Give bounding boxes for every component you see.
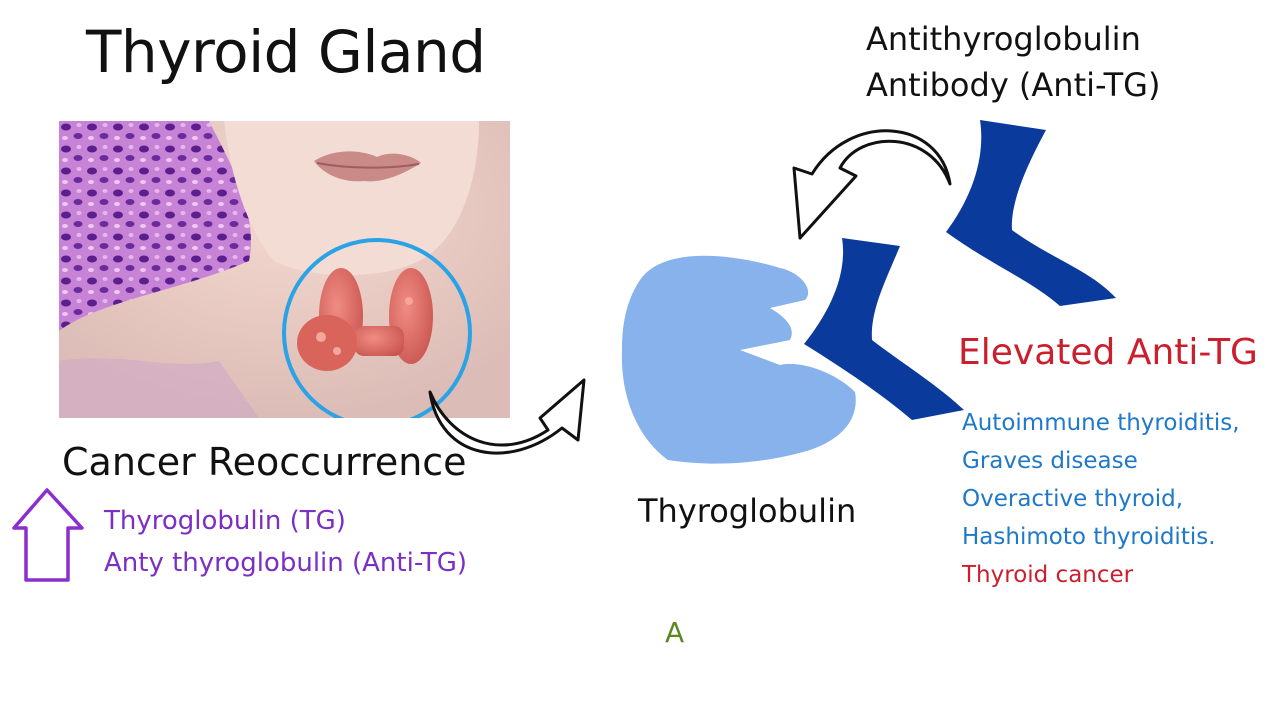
lip-line [316,162,420,169]
thyroglobulin-shape [621,255,856,464]
marker-list: Thyroglobulin (TG) Anty thyroglobulin (A… [104,500,467,584]
elevated-anti-tg-title: Elevated Anti-TG [958,332,1258,373]
condition-item: Hashimoto thyroiditis. [962,524,1216,550]
thyroglobulin-label: Thyroglobulin [638,492,857,530]
condition-item: Thyroid cancer [962,562,1134,588]
antibody-y-icon [946,120,1116,306]
condition-item: Overactive thyroid, [962,486,1184,512]
marker-item: Thyroglobulin (TG) [104,506,346,536]
antibody-title-line: Antithyroglobulin [866,20,1141,58]
antibody-title: Antithyroglobulin Antibody (Anti-TG) [866,16,1160,108]
cursor-letter: A [665,616,685,649]
conditions-list: Autoimmune thyroiditis, Graves disease O… [962,404,1240,594]
diagram-title: Thyroid Gland [86,18,486,86]
thyroid-neck-illustration [59,121,510,418]
up-arrow-icon [12,488,84,582]
marker-item: Anty thyroglobulin (Anti-TG) [104,548,467,578]
highlight-circle [282,238,472,418]
lips [314,151,421,182]
cancer-reoccurrence-label: Cancer Reoccurrence [62,440,467,484]
tissue-overlay [59,358,259,418]
curved-arrow-icon [428,378,586,455]
antibody-title-line: Antibody (Anti-TG) [866,66,1161,104]
thyroid-gland [297,268,433,371]
condition-item: Graves disease [962,448,1138,474]
antibody-y-icon [804,238,964,420]
curved-arrow-icon [792,129,952,240]
condition-item: Autoimmune thyroiditis, [962,410,1240,436]
